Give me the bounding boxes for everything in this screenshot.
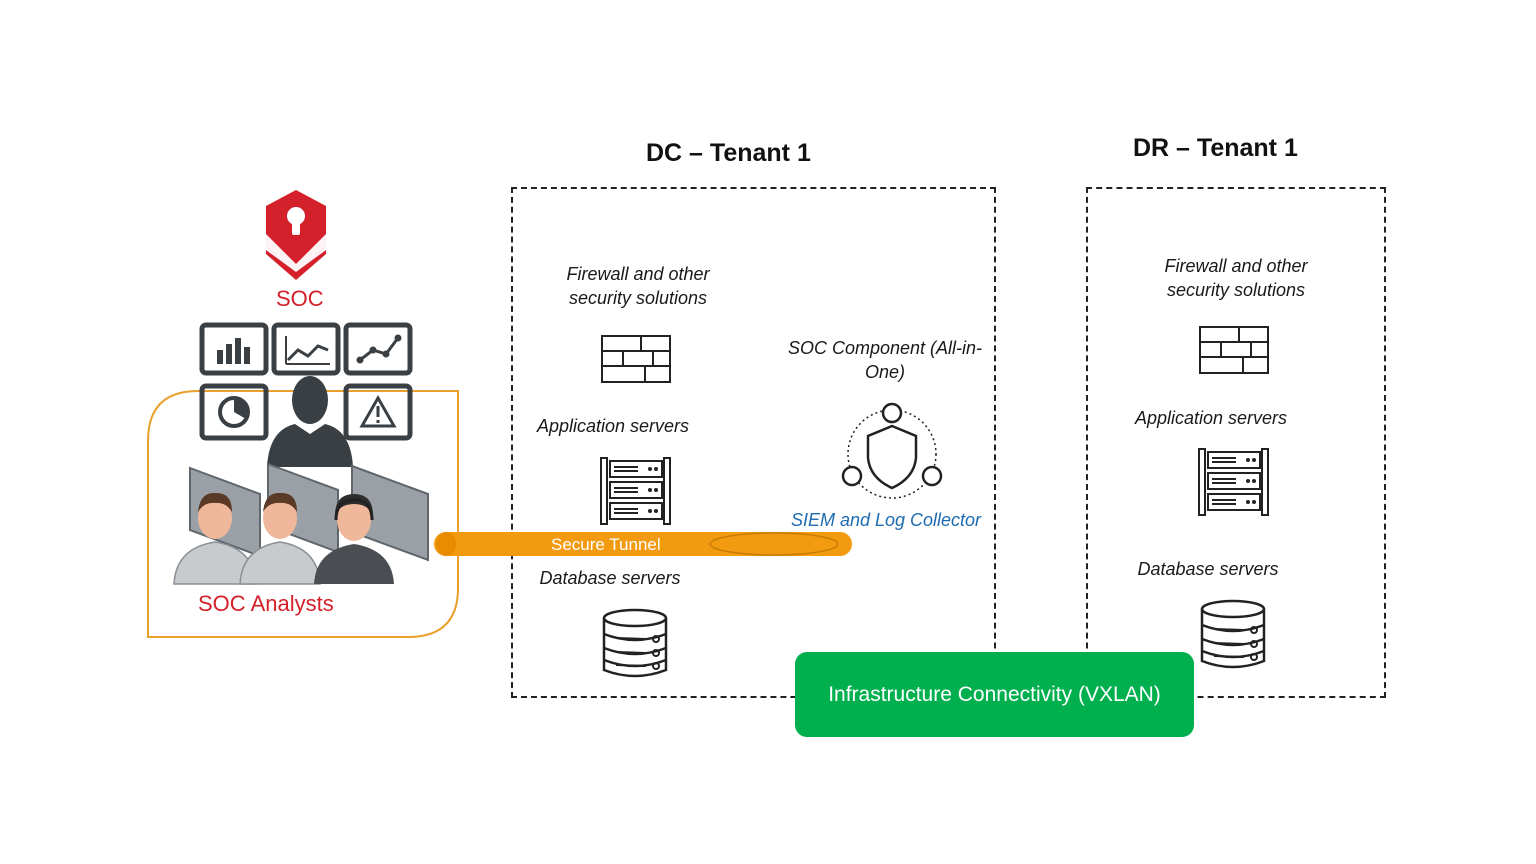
secure-tunnel-label: Secure Tunnel [551, 535, 661, 554]
soc-shield-logo-icon [266, 190, 326, 280]
infrastructure-connectivity-box: Infrastructure Connectivity (VXLAN) [795, 652, 1194, 737]
soc-logo-text: SOC [276, 286, 324, 311]
dc-app-servers-label: Application servers [536, 416, 690, 436]
dr-tenant-box [1086, 187, 1386, 698]
siem-log-collector-label: SIEM and Log Collector [790, 510, 982, 530]
dc-db-servers-label: Database servers [539, 568, 681, 588]
dc-firewall-brick-icon [601, 335, 671, 383]
secure-tunnel-pipe [434, 532, 852, 556]
dr-server-rack-icon [1198, 448, 1269, 516]
dc-server-rack-icon [600, 457, 671, 525]
analysts-group-icon [173, 462, 429, 585]
dc-database-icon [602, 608, 668, 678]
dr-db-servers-label: Database servers [1137, 559, 1279, 579]
dc-tenant-box [511, 187, 996, 698]
dr-firewall-brick-icon [1199, 326, 1269, 374]
dr-app-servers-label: Application servers [1134, 408, 1288, 428]
dr-tenant-title: DR – Tenant 1 [1133, 134, 1298, 162]
dr-firewall-label: Firewall and other security solutions [1164, 256, 1308, 300]
soc-analysts-label: SOC Analysts [198, 591, 334, 616]
soc-component-label: SOC Component (All-in- One) [787, 338, 983, 382]
analyst-silhouette-icon [267, 376, 353, 467]
dr-database-icon [1200, 599, 1266, 669]
dc-tenant-title: DC – Tenant 1 [646, 139, 811, 167]
monitor-wall-icon [199, 322, 413, 441]
siem-shield-network-icon [841, 402, 943, 499]
infrastructure-connectivity-label: Infrastructure Connectivity (VXLAN) [828, 682, 1161, 706]
dc-firewall-label: Firewall and other security solutions [566, 264, 710, 308]
